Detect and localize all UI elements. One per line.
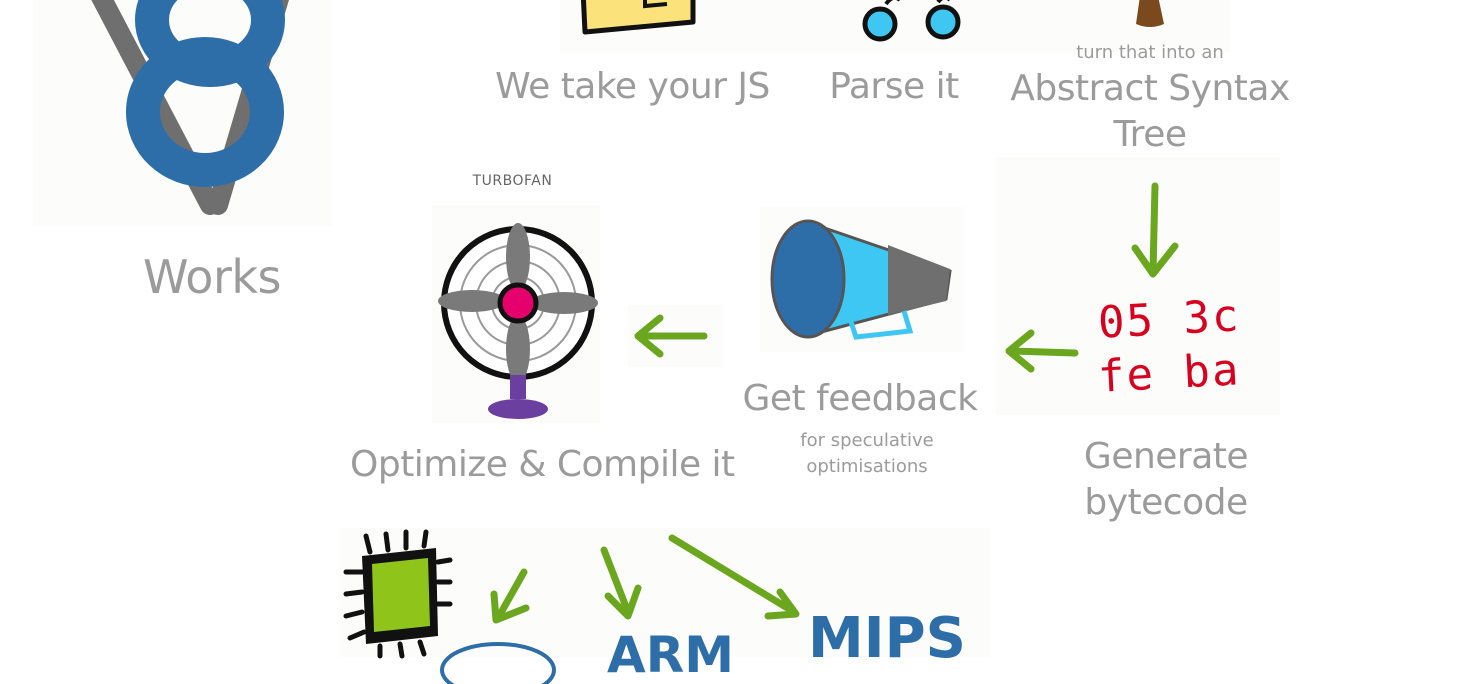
ast-tail-label: Tree	[1113, 114, 1187, 155]
feedback-sub-2: optimisations	[806, 456, 928, 477]
arrow-left-icon-2	[634, 314, 708, 358]
ast-main-label: Abstract Syntax	[1010, 68, 1290, 109]
arrow-left-icon	[1005, 329, 1079, 373]
turbofan-label: TURBOFAN	[472, 173, 553, 189]
take-js-label: We take your JS	[495, 66, 770, 107]
x86-target-icon	[440, 642, 556, 684]
optimize-label: Optimize & Compile it	[350, 444, 735, 485]
chip-icon	[343, 529, 453, 659]
bytecode-card	[996, 157, 1280, 415]
v8-logo-icon	[91, 0, 289, 215]
ast-pre-label: turn that into an	[1076, 42, 1224, 63]
eyes-icon	[862, 0, 961, 42]
feedback-sub-1: for speculative	[800, 430, 934, 451]
tree-icon	[1136, 0, 1164, 27]
bytecode-label-1: Generate	[1083, 436, 1249, 477]
works-label: Works	[143, 250, 281, 304]
fan-icon	[438, 223, 598, 419]
parse-label: Parse it	[829, 66, 959, 107]
megaphone-icon	[770, 219, 952, 340]
feedback-label: Get feedback	[742, 378, 978, 419]
bytecode-label-2: bytecode	[1084, 482, 1248, 523]
targets-card	[340, 528, 990, 657]
target-arm-label: ARM	[607, 626, 734, 684]
target-arrows-icon	[490, 534, 800, 624]
target-mips-label: MIPS	[808, 606, 966, 671]
document-icon	[580, 0, 696, 35]
bytecode-hex-line2: fe ba	[1096, 344, 1242, 403]
bytecode-hex-line1: 05 3c	[1096, 290, 1242, 349]
arrow-down-icon	[1131, 182, 1179, 278]
